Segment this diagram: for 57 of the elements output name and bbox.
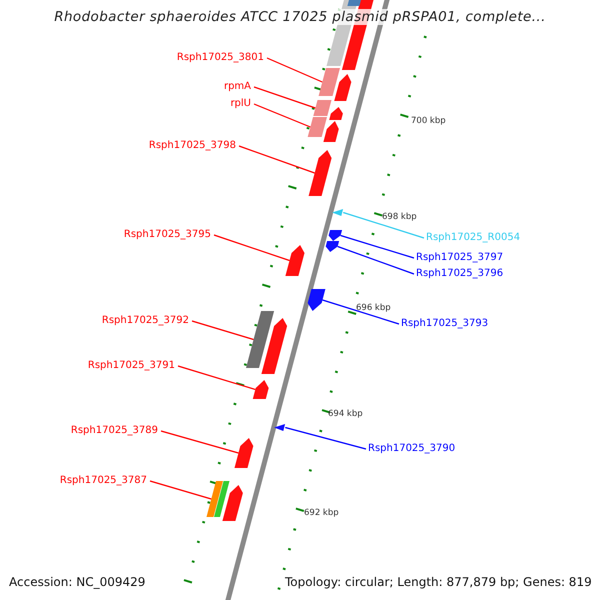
gene-block bbox=[308, 289, 326, 311]
scale-label: 692 kbp bbox=[304, 508, 339, 518]
gene-block bbox=[261, 318, 288, 374]
leader-line bbox=[337, 246, 414, 275]
leader-line bbox=[266, 57, 322, 83]
gene-block bbox=[222, 485, 243, 521]
gene-block bbox=[252, 380, 269, 399]
gene-bar bbox=[214, 481, 230, 517]
gene-label: Rsph17025_3797 bbox=[416, 252, 504, 264]
leader-line bbox=[285, 426, 366, 450]
gene-block bbox=[329, 107, 343, 120]
gene-label: Rsph17025_3789 bbox=[70, 425, 158, 437]
gene-bar bbox=[313, 100, 332, 116]
gene-label: Rsph17025_3790 bbox=[368, 443, 456, 455]
gene-label: Rsph17025_3787 bbox=[60, 475, 147, 487]
gene-label: Rsph17025_3792 bbox=[102, 315, 189, 327]
footer-text: Accession: NC_009429 bbox=[9, 575, 146, 589]
leader-line bbox=[214, 234, 290, 262]
gene-block bbox=[308, 150, 332, 196]
leader-line bbox=[322, 299, 400, 325]
gene-label: Rsph17025_3801 bbox=[176, 52, 264, 64]
gene-bar bbox=[308, 117, 327, 137]
gene-label: rplU bbox=[230, 98, 251, 110]
title: Rhodobacter sphaeroides ATCC 17025 plasmid pRSPA01, complete... bbox=[54, 9, 546, 25]
leader-line bbox=[160, 430, 239, 454]
gene-bar bbox=[318, 68, 340, 96]
leader-line bbox=[254, 86, 316, 109]
gene-block bbox=[328, 230, 342, 241]
gene-marker bbox=[332, 209, 344, 216]
leader-line bbox=[340, 234, 414, 259]
leader-line bbox=[178, 365, 256, 390]
gene-block bbox=[323, 121, 339, 142]
gene-label: rpmA bbox=[224, 81, 251, 93]
gene-marker bbox=[274, 424, 286, 431]
scale-label: 700 kbp bbox=[411, 116, 446, 126]
gene-bar bbox=[347, 0, 364, 6]
scale-label: 698 kbp bbox=[382, 212, 417, 222]
footer-text: Topology: circular; Length: 877,879 bp; Genes: 819 bbox=[285, 575, 592, 589]
leader-line bbox=[238, 145, 315, 174]
leader-line bbox=[254, 103, 311, 128]
gene-block bbox=[334, 74, 352, 101]
scale-label: 696 kbp bbox=[356, 303, 391, 313]
gene-block bbox=[285, 245, 304, 276]
gene-label: Rsph17025_3795 bbox=[124, 229, 211, 241]
gene-bar bbox=[206, 481, 223, 517]
leader-line bbox=[192, 320, 254, 340]
gene-block bbox=[326, 241, 340, 252]
gene-label: Rsph17025_3791 bbox=[88, 360, 175, 372]
leader-line bbox=[150, 480, 212, 500]
gene-label: Rsph17025_3796 bbox=[416, 268, 504, 280]
leader-line bbox=[343, 212, 424, 239]
gene-label: Rsph17025_3793 bbox=[401, 318, 488, 330]
scale-label: 694 kbp bbox=[328, 409, 363, 419]
gene-label: Rsph17025_3798 bbox=[148, 140, 236, 152]
gene-bar bbox=[246, 311, 274, 368]
gene-block bbox=[234, 438, 254, 468]
gene-label: Rsph17025_R0054 bbox=[426, 232, 520, 244]
